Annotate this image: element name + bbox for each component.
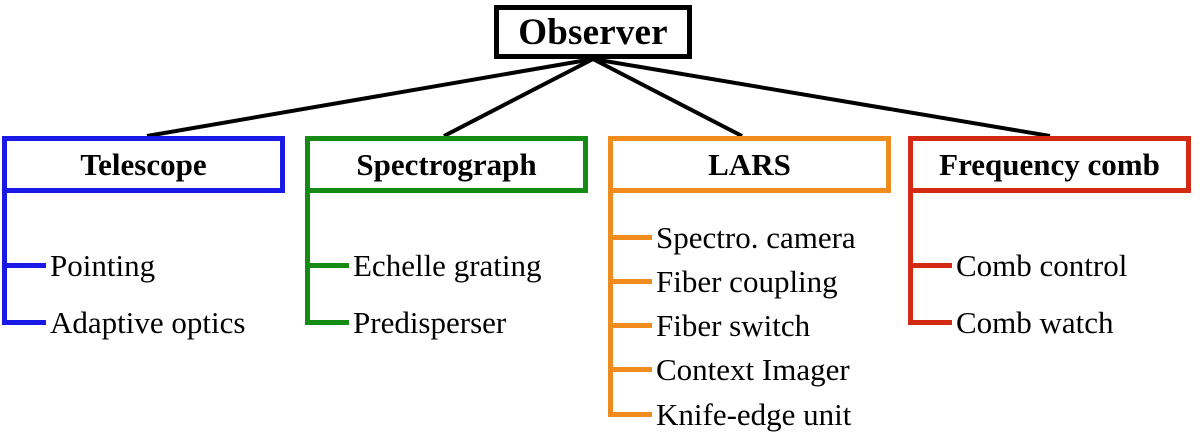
branch-header-telescope[interactable]: Telescope xyxy=(2,136,285,193)
connector-line-telescope xyxy=(146,57,594,138)
branch-tick-lars-0 xyxy=(608,235,652,240)
connector-line-spectrograph xyxy=(443,57,594,138)
branch-title-telescope: Telescope xyxy=(80,147,207,182)
branch-title-spectrograph: Spectrograph xyxy=(356,147,537,182)
root-node-observer[interactable]: Observer xyxy=(494,5,692,59)
branch-tick-lars-2 xyxy=(608,323,652,328)
branch-tick-lars-1 xyxy=(608,279,652,284)
branch-child-frequency-comb-1[interactable]: Comb watch xyxy=(956,305,1114,340)
branch-spine-lars xyxy=(608,193,613,417)
branch-tick-lars-4 xyxy=(608,412,652,417)
branch-child-lars-2[interactable]: Fiber switch xyxy=(656,308,811,343)
branch-child-lars-3[interactable]: Context Imager xyxy=(656,352,850,387)
branch-tick-frequency-comb-1 xyxy=(908,320,952,325)
branch-header-frequency-comb[interactable]: Frequency comb xyxy=(908,136,1191,193)
branch-child-telescope-0[interactable]: Pointing xyxy=(50,248,156,283)
branch-child-spectrograph-1[interactable]: Predisperser xyxy=(353,305,507,340)
branch-spine-frequency-comb xyxy=(908,193,913,325)
branch-child-lars-4[interactable]: Knife-edge unit xyxy=(656,397,852,432)
branch-tick-spectrograph-1 xyxy=(305,320,349,325)
branch-spine-spectrograph xyxy=(305,193,310,325)
branch-tick-frequency-comb-0 xyxy=(908,263,952,268)
branch-header-lars[interactable]: LARS xyxy=(608,136,891,193)
branch-title-frequency-comb: Frequency comb xyxy=(939,147,1160,182)
branch-spine-telescope xyxy=(2,193,7,325)
branch-tick-telescope-1 xyxy=(2,320,46,325)
branch-child-frequency-comb-0[interactable]: Comb control xyxy=(956,248,1128,283)
branch-tick-spectrograph-0 xyxy=(305,263,349,268)
connector-line-frequency-comb xyxy=(592,57,1051,138)
branch-tick-telescope-0 xyxy=(2,263,46,268)
connector-line-lars xyxy=(592,57,743,138)
branch-child-telescope-1[interactable]: Adaptive optics xyxy=(50,305,246,340)
branch-child-spectrograph-0[interactable]: Echelle grating xyxy=(353,248,542,283)
branch-tick-lars-3 xyxy=(608,367,652,372)
branch-title-lars: LARS xyxy=(708,147,791,182)
branch-child-lars-1[interactable]: Fiber coupling xyxy=(656,264,838,299)
branch-child-lars-0[interactable]: Spectro. camera xyxy=(656,220,856,255)
root-node-label: Observer xyxy=(518,11,668,53)
branch-header-spectrograph[interactable]: Spectrograph xyxy=(305,136,588,193)
